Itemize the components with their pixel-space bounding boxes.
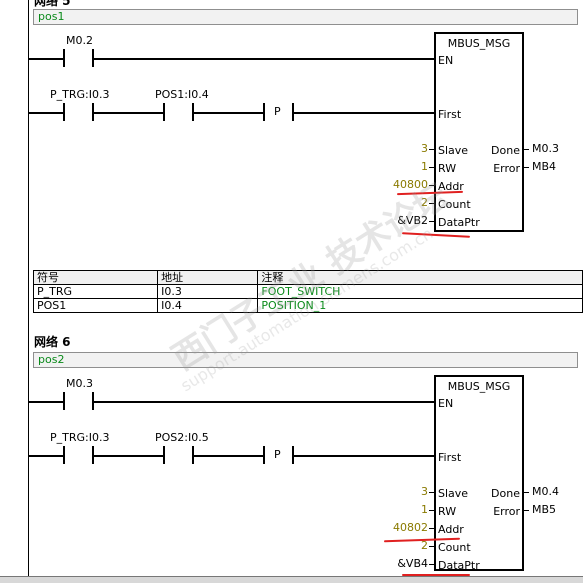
input-rw-2[interactable]: 1 (421, 503, 428, 516)
block-title: MBUS_MSG (447, 37, 511, 50)
contact-p-trg-label: P_TRG:I0.3 (50, 88, 110, 101)
pin-error: Error (493, 505, 520, 518)
pin-done: Done (491, 487, 520, 500)
input-count[interactable]: 2 (421, 196, 428, 209)
mbus-msg-block-1[interactable]: MBUS_MSG EN First Slave RW Addr Count Da… (434, 32, 524, 232)
pin-count: Count (438, 198, 471, 211)
col-address: 地址 (157, 270, 259, 285)
contact-pos1-label: POS1:I0.4 (155, 88, 209, 101)
contact-p-trg-2-label: P_TRG:I0.3 (50, 431, 110, 444)
power-rail (28, 0, 29, 582)
p-edge-contact-2[interactable]: P (274, 448, 281, 461)
output-done[interactable]: M0.3 (532, 142, 559, 155)
pin-first: First (438, 108, 462, 121)
input-count-2[interactable]: 2 (421, 539, 428, 552)
contact-pos2-left[interactable] (163, 446, 165, 464)
contact-p-trg-right[interactable] (92, 103, 94, 121)
pin-error: Error (493, 162, 520, 175)
pin-addr: Addr (438, 523, 464, 536)
red-underline-dataptr-2 (402, 574, 470, 576)
input-dataptr[interactable]: &VB2 (397, 214, 428, 227)
symbol-table: 符号 地址 注释 P_TRG I0.3 FOOT_SWITCH POS1 I0.… (32, 270, 583, 313)
pin-rw: RW (438, 505, 457, 518)
output-done-2[interactable]: M0.4 (532, 485, 559, 498)
pin-dataptr: DataPtr (438, 216, 480, 229)
input-addr-2[interactable]: 40802 (393, 521, 428, 534)
contact-pos2-label: POS2:I0.5 (155, 431, 209, 444)
contact-m0-3-right[interactable] (92, 392, 94, 410)
output-error[interactable]: MB4 (532, 160, 557, 173)
pin-en: EN (438, 397, 454, 410)
col-symbol: 符号 (32, 270, 159, 285)
contact-m0-2-label: M0.2 (66, 34, 93, 47)
pin-first: First (438, 451, 462, 464)
input-dataptr-2[interactable]: &VB4 (397, 557, 428, 570)
pin-addr: Addr (438, 180, 464, 193)
contact-p-trg-2-left[interactable] (63, 446, 65, 464)
contact-pos1-right[interactable] (192, 103, 194, 121)
bottom-tab-strip[interactable] (0, 576, 583, 583)
contact-p-trg-left[interactable] (63, 103, 65, 121)
input-addr[interactable]: 40800 (393, 178, 428, 191)
pin-slave: Slave (438, 487, 469, 500)
contact-m0-3-left[interactable] (63, 392, 65, 410)
mbus-msg-block-2[interactable]: MBUS_MSG EN First Slave RW Addr Count Da… (434, 375, 524, 572)
network-5-comment[interactable]: pos1 (33, 9, 578, 25)
network-6-title: 网络 6 (34, 335, 71, 349)
pin-dataptr: DataPtr (438, 559, 480, 572)
contact-pos2-right[interactable] (192, 446, 194, 464)
table-row[interactable]: P_TRG I0.3 FOOT_SWITCH (32, 284, 583, 299)
contact-pos1-left[interactable] (163, 103, 165, 121)
contact-m0-2-left[interactable] (63, 49, 65, 67)
output-error-2[interactable]: MB5 (532, 503, 557, 516)
table-row[interactable]: POS1 I0.4 POSITION_1 (32, 298, 583, 313)
input-rw[interactable]: 1 (421, 160, 428, 173)
contact-m0-3-label: M0.3 (66, 377, 93, 390)
network-6-comment[interactable]: pos2 (33, 352, 578, 368)
pin-rw: RW (438, 162, 457, 175)
network-5-title: 网络 5 (34, 0, 71, 8)
block-title: MBUS_MSG (447, 380, 511, 393)
pin-en: EN (438, 54, 454, 67)
contact-m0-2-right[interactable] (92, 49, 94, 67)
p-edge-contact[interactable]: P (274, 105, 281, 118)
pin-slave: Slave (438, 144, 469, 157)
input-slave-2[interactable]: 3 (421, 485, 428, 498)
input-slave[interactable]: 3 (421, 142, 428, 155)
contact-p-trg-2-right[interactable] (92, 446, 94, 464)
pin-done: Done (491, 144, 520, 157)
pin-count: Count (438, 541, 471, 554)
